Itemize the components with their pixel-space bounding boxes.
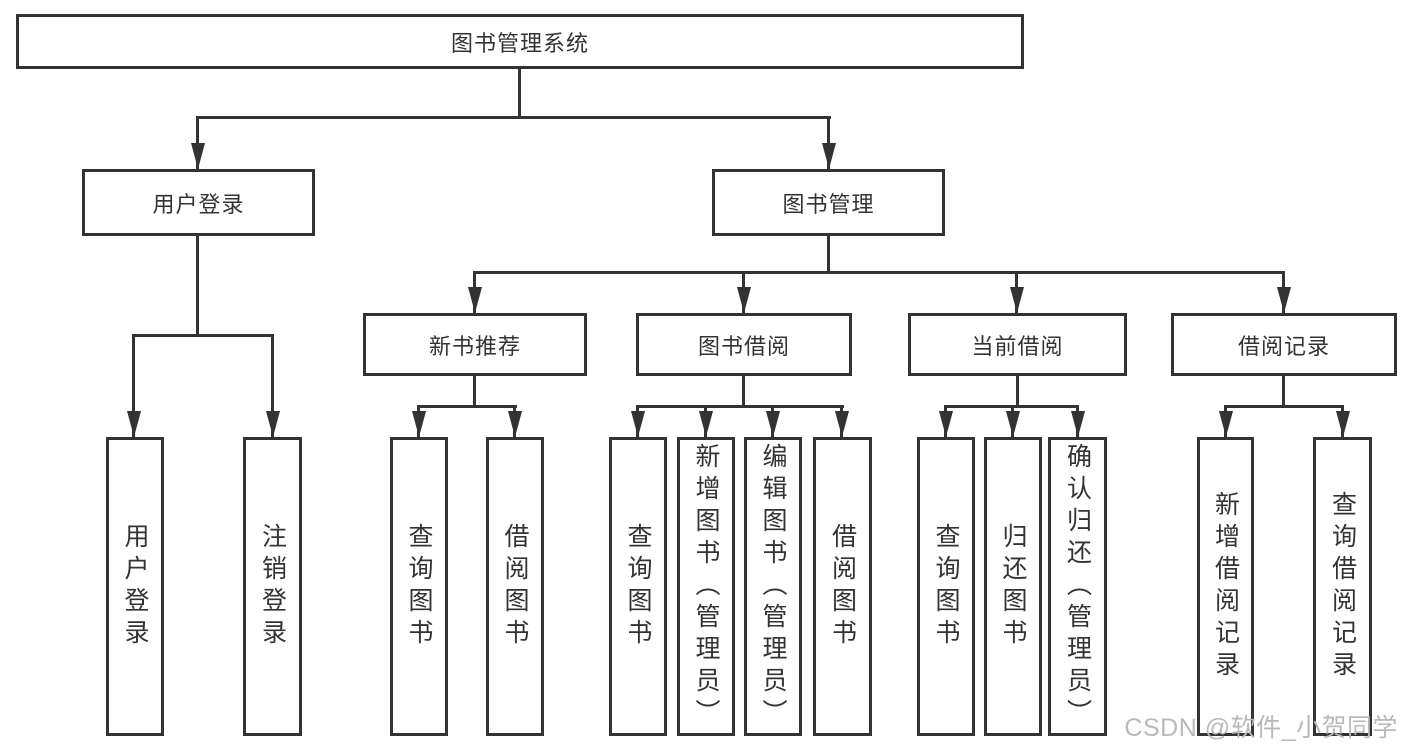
leaf-query-books-current: 查询图书 (917, 437, 975, 736)
arrowhead-leaf-user-login (127, 411, 141, 437)
connector-root-rail (196, 116, 831, 119)
leaf-borrow-books-recommend: 借阅图书 (486, 437, 544, 736)
node-current-borrow: 当前借阅 (908, 313, 1127, 376)
arrowhead-book-management (822, 143, 836, 169)
leaf-query-books-recommend: 查询图书 (390, 437, 448, 736)
arrowhead-borrow-records (1277, 287, 1291, 313)
arrowhead-leaf-query-borrow-record (1336, 411, 1350, 437)
connector-root-stem (518, 69, 521, 117)
leaf-confirm-return-admin: 确认归还（管理员） (1048, 437, 1107, 736)
leaf-user-login: 用户登录 (106, 437, 164, 736)
arrowhead-user-login (191, 143, 205, 169)
connector-to-leaf-user-login (132, 334, 135, 437)
connector-borrow-records-stem (1282, 376, 1285, 406)
node-borrow-records: 借阅记录 (1171, 313, 1397, 376)
arrowhead-leaf-add-books (699, 411, 713, 437)
leaf-add-borrow-record: 新增借阅记录 (1197, 437, 1254, 736)
connector-user-login-stem (196, 236, 199, 335)
connector-new-book-recommend-stem (473, 376, 476, 406)
leaf-query-borrow-record: 查询借阅记录 (1313, 437, 1372, 736)
node-book-management: 图书管理 (712, 169, 945, 236)
connector-current-borrow-stem (1016, 376, 1019, 406)
csdn-watermark: CSDN @软件_小贺同学 (1124, 714, 1398, 742)
leaf-add-books-admin: 新增图书（管理员） (677, 437, 735, 736)
arrowhead-leaf-query-books-borrow (631, 411, 645, 437)
node-new-book-recommend: 新书推荐 (363, 313, 587, 376)
connector-book-management-stem (827, 236, 830, 272)
leaf-borrow-books: 借阅图书 (813, 437, 872, 736)
arrowhead-leaf-query-books-current (939, 411, 953, 437)
connector-to-leaf-logout (271, 334, 274, 437)
arrowhead-leaf-query-books-recommend (412, 411, 426, 437)
arrowhead-current-borrow (1010, 287, 1024, 313)
arrowhead-leaf-borrow-books (835, 411, 849, 437)
node-user-login: 用户登录 (82, 169, 315, 236)
connector-root-to-book-management (827, 116, 830, 169)
arrowhead-leaf-logout (266, 411, 280, 437)
node-root-library-system: 图书管理系统 (16, 14, 1024, 69)
arrowhead-leaf-add-borrow-record (1219, 411, 1233, 437)
connector-borrow-records-rail (1224, 405, 1344, 408)
arrowhead-leaf-return-books (1006, 411, 1020, 437)
arrowhead-leaf-borrow-books-recommend (508, 411, 522, 437)
connector-book-borrow-rail (636, 405, 844, 408)
arrowhead-leaf-confirm-return (1071, 411, 1085, 437)
leaf-logout: 注销登录 (243, 437, 302, 736)
connector-root-to-user-login (196, 116, 199, 169)
leaf-return-books: 归还图书 (984, 437, 1042, 736)
arrowhead-leaf-edit-books (766, 411, 780, 437)
node-book-borrow: 图书借阅 (636, 313, 852, 376)
connector-user-login-rail (132, 334, 274, 337)
arrowhead-new-book-recommend (468, 287, 482, 313)
leaf-query-books-borrow: 查询图书 (609, 437, 667, 736)
connector-new-book-recommend-rail (417, 405, 517, 408)
connector-book-borrow-stem (742, 376, 745, 406)
arrowhead-book-borrow (737, 287, 751, 313)
connector-book-management-rail (473, 271, 1285, 274)
leaf-edit-books-admin: 编辑图书（管理员） (744, 437, 802, 736)
